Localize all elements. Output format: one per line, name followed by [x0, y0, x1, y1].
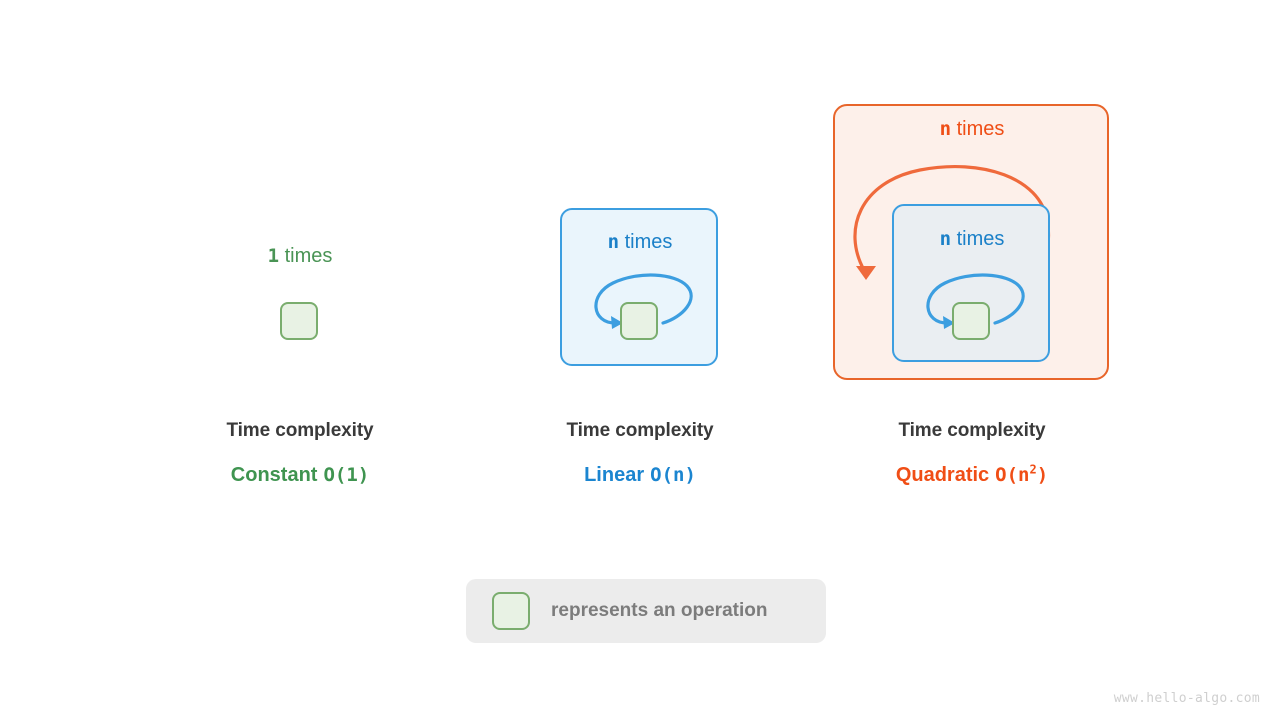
linear-loop-label: n times: [470, 231, 810, 254]
legend-label: represents an operation: [551, 600, 768, 621]
linear-loop-count: n: [607, 231, 620, 253]
caption-title: Time complexity: [898, 420, 1046, 441]
quadratic-outer-loop-label: n times: [802, 118, 1142, 141]
operation-square: [620, 302, 658, 340]
linear-diagram: n times: [470, 90, 810, 390]
quadratic-inner-loop-unit: times: [956, 228, 1005, 250]
constant-complexity-notation: O(1): [323, 464, 370, 486]
legend: represents an operation: [466, 579, 826, 643]
quadratic-complexity-notation: O(n2): [995, 464, 1048, 486]
quadratic-diagram: n times n times: [802, 90, 1142, 390]
linear-complexity-name: Linear: [584, 464, 645, 486]
operation-square: [280, 302, 318, 340]
caption-title: Time complexity: [226, 420, 374, 441]
constant-complexity-name: Constant: [230, 464, 318, 486]
constant-diagram: 1 times: [130, 90, 470, 390]
linear-loop-unit: times: [624, 231, 673, 253]
caption-title: Time complexity: [566, 420, 714, 441]
watermark: www.hello-algo.com: [1113, 691, 1260, 706]
quadratic-complexity-name: Quadratic: [895, 464, 990, 486]
constant-loop-count: 1: [267, 245, 280, 267]
quadratic-inner-loop-count: n: [939, 228, 952, 250]
constant-loop-label: 1 times: [130, 245, 470, 268]
quadratic-outer-loop-unit: times: [956, 118, 1005, 140]
notation-close: ): [1036, 464, 1049, 486]
green-operation-square-icon: [492, 592, 530, 630]
operation-square: [952, 302, 990, 340]
complexity-column-quadratic: n times n times Time complexity Quadrat: [802, 0, 1142, 720]
notation-exponent: 2: [1029, 462, 1037, 477]
quadratic-inner-loop-label: n times: [802, 228, 1142, 251]
quadratic-outer-loop-count: n: [939, 118, 952, 140]
constant-loop-unit: times: [284, 245, 333, 267]
linear-complexity-notation: O(n): [650, 464, 696, 486]
notation-base: O(n: [995, 464, 1030, 486]
